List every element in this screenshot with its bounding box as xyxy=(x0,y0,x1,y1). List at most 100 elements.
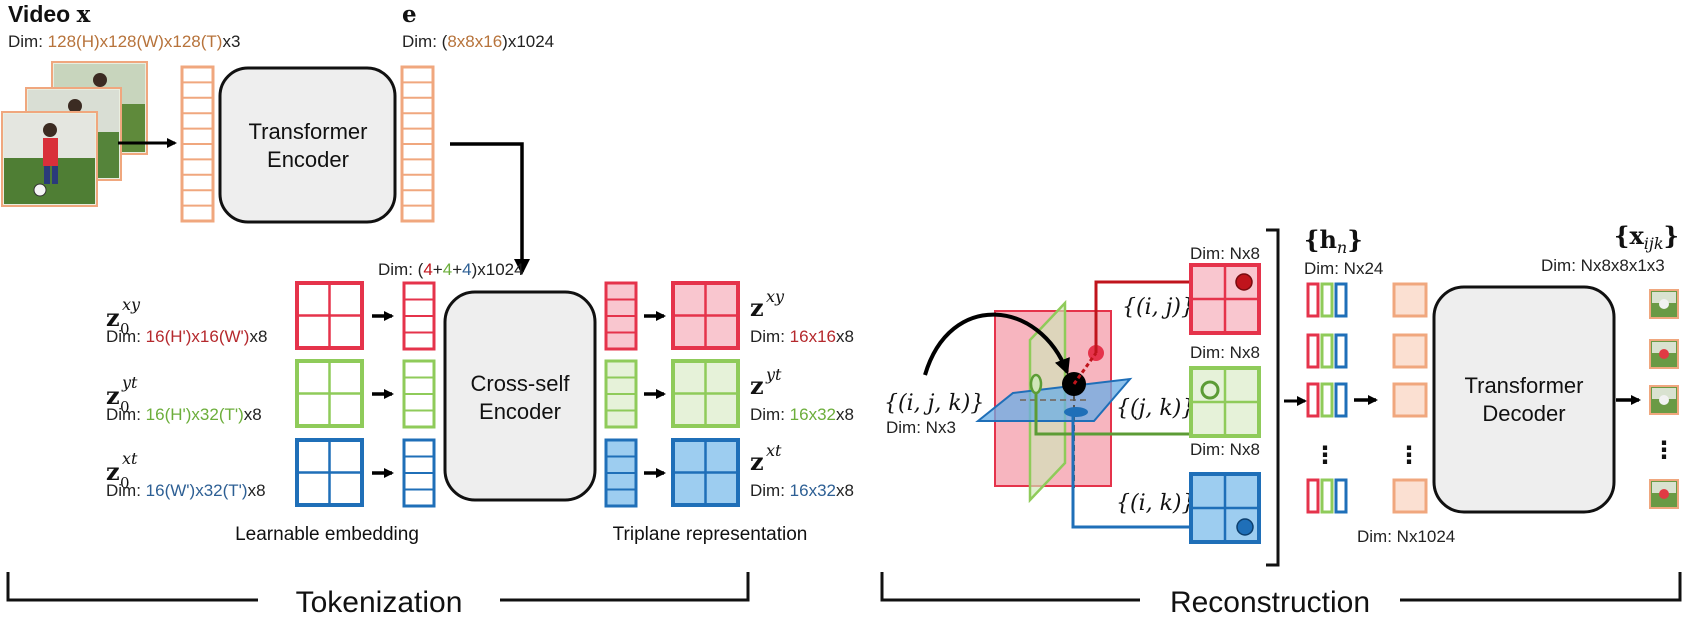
x-dim: Dim: Nx8x8x1x3 xyxy=(1541,256,1665,275)
e-token-col xyxy=(400,65,435,223)
arrow-project-ij xyxy=(1094,276,1237,353)
svg-text:xt: xt xyxy=(122,449,138,468)
triplane-token-rows xyxy=(295,281,740,508)
z0-xt-dim: Dim: 16(W')x32(T')x8 xyxy=(106,481,266,500)
sample-point-xy xyxy=(1235,273,1253,291)
z-xt-label: z xt Dim: 16x32x8 xyxy=(750,441,854,500)
svg-text:xt: xt xyxy=(766,441,782,460)
z-xy-dim: Dim: 16x16x8 xyxy=(750,327,854,346)
token-dim: Dim: Nx1024 xyxy=(1357,527,1455,546)
learnable-embedding-caption: Learnable embedding xyxy=(235,524,419,545)
z-xt-dim: Dim: 16x32x8 xyxy=(750,481,854,500)
z0-yt-dim: Dim: 16(H')x32(T')x8 xyxy=(106,405,262,424)
z-yt-dim: Dim: 16x32x8 xyxy=(750,405,854,424)
output-patch-2 xyxy=(1649,385,1679,415)
patch-token-column xyxy=(180,65,215,223)
svg-text:z: z xyxy=(750,447,764,476)
x-ijk-label: {xijk} Dim: Nx8x8x1x3 xyxy=(1541,221,1679,275)
svg-text:0: 0 xyxy=(120,398,130,416)
transformer-decoder-label-1: Transformer xyxy=(1465,373,1584,398)
sampled-yt-plane xyxy=(1189,366,1261,438)
svg-text:z: z xyxy=(750,293,764,322)
h-n-label: {hn} Dim: Nx24 xyxy=(1304,225,1383,278)
z-yt-grid xyxy=(671,359,740,428)
triplane-3d-illustration xyxy=(975,299,1133,504)
plane-dim-3: Dim: Nx8 xyxy=(1190,440,1260,459)
z0-yt-label: z yt 0 Dim: 16(H')x32(T')x8 xyxy=(106,373,262,424)
transformer-encoder-label-1: Transformer xyxy=(249,119,368,144)
out-xy-column xyxy=(604,281,638,351)
svg-text:z: z xyxy=(106,381,120,410)
ik-label: {(i, k)} xyxy=(1116,491,1196,516)
video-title: Video x xyxy=(8,1,91,28)
query-dim: Dim: Nx3 xyxy=(886,418,956,437)
cross-dim: Dim: (4+4+4)x1024 xyxy=(378,260,524,279)
h-stack-0 xyxy=(1306,282,1348,318)
transformer-decoder-box xyxy=(1432,285,1616,514)
video-frames xyxy=(1,61,148,207)
output-patches xyxy=(1649,289,1679,509)
z-xt-grid xyxy=(671,438,740,507)
tokenization-bracket: Tokenization xyxy=(6,572,750,617)
output-patch-1 xyxy=(1649,339,1679,369)
arrow-query-to-point xyxy=(923,312,1070,376)
svg-text:z: z xyxy=(106,303,120,332)
plane-dim-2: Dim: Nx8 xyxy=(1190,343,1260,362)
h-stack-1 xyxy=(1306,333,1348,369)
embed-xy-column xyxy=(402,281,436,351)
svg-text:yt: yt xyxy=(121,373,138,392)
cross-self-encoder-label-1: Cross-self xyxy=(470,371,570,396)
z-xy-grid xyxy=(671,281,740,350)
svg-text:{hn}: {hn} xyxy=(1304,225,1363,257)
sample-point-yt xyxy=(1200,380,1220,400)
svg-text:xy: xy xyxy=(122,295,141,314)
jk-label: {(j, k)} xyxy=(1116,396,1195,421)
svg-text:0: 0 xyxy=(120,320,130,338)
query-label: {(i, j, k)} xyxy=(884,391,984,416)
h-stack-2 xyxy=(1306,382,1348,418)
z0-xt-grid xyxy=(295,438,364,507)
transformer-encoder-box xyxy=(218,66,397,224)
z0-yt-grid xyxy=(295,359,364,428)
token-1 xyxy=(1392,333,1428,369)
concat-bracket xyxy=(1266,228,1280,567)
svg-text:z: z xyxy=(106,457,120,486)
reconstruction-section-label: Reconstruction xyxy=(1170,586,1370,617)
tokenization-section-label: Tokenization xyxy=(296,586,463,617)
video-frame-front xyxy=(1,111,98,207)
e-token-column xyxy=(400,65,435,223)
svg-text:xy: xy xyxy=(766,287,785,306)
arrow-project-ik xyxy=(1071,412,1238,529)
svg-text:z: z xyxy=(750,371,764,400)
out-yt-column xyxy=(604,359,638,429)
z0-xy-grid xyxy=(295,281,364,350)
e-label: e xyxy=(402,1,417,28)
h-vdots: ⋮ xyxy=(1313,442,1337,469)
z0-xy-dim: Dim: 16(H')x16(W')x8 xyxy=(106,327,267,346)
token-2 xyxy=(1392,382,1428,418)
embed-xt-column xyxy=(402,438,436,508)
svg-text:{xijk}: {xijk} xyxy=(1614,221,1679,253)
transformer-decoder-label-2: Decoder xyxy=(1482,401,1565,426)
svg-text:0: 0 xyxy=(120,474,130,492)
sample-point-xt xyxy=(1236,518,1254,536)
h-dim: Dim: Nx24 xyxy=(1304,259,1383,278)
sampled-xy-plane xyxy=(1189,263,1261,335)
output-patch-0 xyxy=(1649,289,1679,319)
transformer-encoder-label-2: Encoder xyxy=(267,147,349,172)
z-xy-label: z xy Dim: 16x16x8 xyxy=(750,287,854,346)
ij-label: {(i, j)} xyxy=(1122,295,1195,320)
video-dim: Dim: 128(H)x128(W)x128(T)x3 xyxy=(8,32,240,51)
token-vdots: ⋮ xyxy=(1397,442,1421,469)
plane-dim-1: Dim: Nx8 xyxy=(1190,244,1260,263)
h-feature-stacks xyxy=(1306,282,1641,514)
z0-xt-label: z xt 0 Dim: 16(W')x32(T')x8 xyxy=(106,449,266,500)
token-0 xyxy=(1392,282,1428,318)
sampled-planes xyxy=(1189,263,1261,544)
output-vdots: ⋮ xyxy=(1652,437,1676,464)
output-patch-3 xyxy=(1649,479,1679,509)
triplane-representation-caption: Triplane representation xyxy=(613,524,808,545)
cross-self-encoder-label-2: Encoder xyxy=(479,399,561,424)
